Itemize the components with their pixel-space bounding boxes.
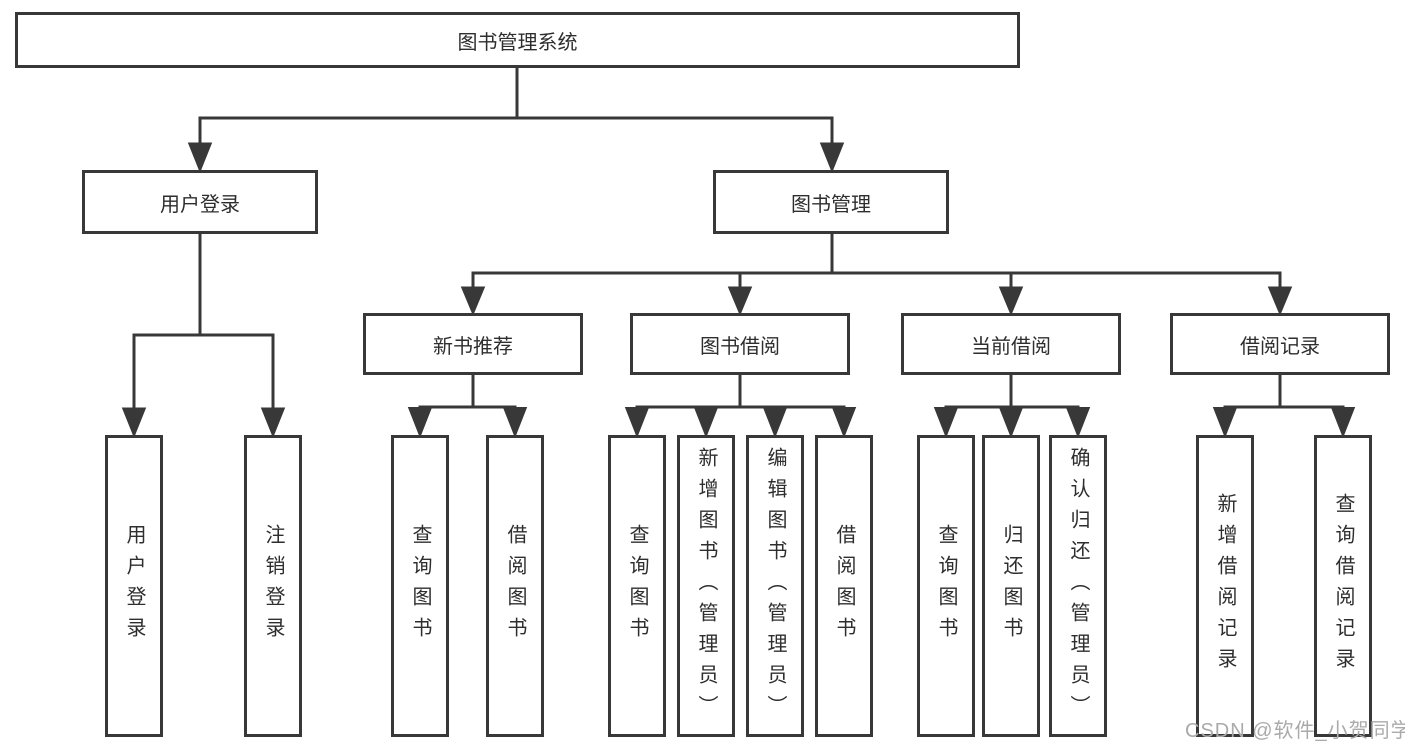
connector-book-borrow bbox=[624, 374, 857, 439]
node-borrow-records-label: 借阅记录 bbox=[1240, 335, 1320, 358]
arrowhead-down-icon bbox=[502, 407, 528, 439]
node-current-borrow: 当前借阅 bbox=[901, 313, 1121, 375]
arrowhead-down-icon bbox=[260, 407, 286, 439]
node-leaf-add-book: 新增图书（管理员） bbox=[677, 435, 735, 737]
node-leaf-confirm-return-label: 确认归还（管理员） bbox=[1067, 446, 1089, 726]
node-root: 图书管理系统 bbox=[15, 12, 1020, 68]
node-leaf-borrow-book-2: 借阅图书 bbox=[815, 435, 873, 737]
node-current-borrow-label: 当前借阅 bbox=[971, 335, 1051, 358]
arrowhead-down-icon bbox=[1065, 407, 1091, 439]
node-book-mgmt: 图书管理 bbox=[713, 170, 949, 234]
node-leaf-edit-book: 编辑图书（管理员） bbox=[746, 435, 804, 737]
node-new-book-rec-label: 新书推荐 bbox=[433, 335, 513, 358]
node-root-label: 图书管理系统 bbox=[457, 31, 578, 54]
node-book-borrow: 图书借阅 bbox=[630, 313, 850, 375]
node-leaf-borrow-book-1-label: 借阅图书 bbox=[504, 524, 526, 648]
node-leaf-user-login-label: 用户登录 bbox=[123, 524, 145, 648]
connector-current-borrow bbox=[933, 374, 1091, 439]
arrowhead-down-icon bbox=[121, 407, 147, 439]
node-leaf-query-book-3-label: 查询图书 bbox=[935, 524, 957, 648]
node-leaf-confirm-return: 确认归还（管理员） bbox=[1049, 435, 1107, 737]
arrowhead-down-icon bbox=[762, 407, 788, 439]
node-new-book-rec: 新书推荐 bbox=[363, 313, 583, 375]
arrowhead-down-icon bbox=[1267, 286, 1293, 316]
node-leaf-add-book-label: 新增图书（管理员） bbox=[695, 446, 717, 726]
node-leaf-logout-label: 注销登录 bbox=[262, 524, 284, 648]
node-leaf-add-record: 新增借阅记录 bbox=[1196, 435, 1254, 737]
node-leaf-return-book: 归还图书 bbox=[982, 435, 1040, 737]
csdn-watermark: CSDN @软件_小贺同学 bbox=[1185, 720, 1405, 742]
node-user-login: 用户登录 bbox=[82, 170, 318, 234]
node-leaf-query-book-1: 查询图书 bbox=[391, 435, 449, 737]
connector-new-book-rec bbox=[407, 374, 528, 439]
arrowhead-down-icon bbox=[1330, 407, 1356, 439]
node-leaf-query-record: 查询借阅记录 bbox=[1314, 435, 1372, 737]
node-leaf-user-login: 用户登录 bbox=[105, 435, 163, 737]
connector-root bbox=[187, 68, 845, 174]
node-leaf-logout: 注销登录 bbox=[244, 435, 302, 737]
node-borrow-records: 借阅记录 bbox=[1170, 313, 1390, 375]
node-leaf-borrow-book-2-label: 借阅图书 bbox=[833, 524, 855, 648]
arrowhead-down-icon bbox=[727, 286, 753, 316]
node-user-login-label: 用户登录 bbox=[160, 193, 240, 216]
node-leaf-query-book-2-label: 查询图书 bbox=[626, 524, 648, 648]
arrowhead-down-icon bbox=[819, 142, 845, 174]
node-leaf-edit-book-label: 编辑图书（管理员） bbox=[764, 446, 786, 726]
node-book-borrow-label: 图书借阅 bbox=[700, 335, 780, 358]
arrowhead-down-icon bbox=[998, 407, 1024, 439]
node-leaf-query-record-label: 查询借阅记录 bbox=[1332, 493, 1354, 679]
node-leaf-query-book-2: 查询图书 bbox=[608, 435, 666, 737]
arrowhead-down-icon bbox=[933, 407, 959, 439]
arrowhead-down-icon bbox=[460, 286, 486, 316]
arrowhead-down-icon bbox=[624, 407, 650, 439]
arrowhead-down-icon bbox=[998, 286, 1024, 316]
arrowhead-down-icon bbox=[407, 407, 433, 439]
node-leaf-query-book-3: 查询图书 bbox=[917, 435, 975, 737]
connector-book-mgmt bbox=[460, 234, 1293, 316]
arrowhead-down-icon bbox=[187, 142, 213, 174]
node-leaf-query-book-1-label: 查询图书 bbox=[409, 524, 431, 648]
node-book-mgmt-label: 图书管理 bbox=[791, 193, 871, 216]
node-leaf-borrow-book-1: 借阅图书 bbox=[486, 435, 544, 737]
arrowhead-down-icon bbox=[831, 407, 857, 439]
arrowhead-down-icon bbox=[1212, 407, 1238, 439]
node-leaf-add-record-label: 新增借阅记录 bbox=[1214, 493, 1236, 679]
connector-user-login bbox=[121, 234, 286, 439]
node-leaf-return-book-label: 归还图书 bbox=[1000, 524, 1022, 648]
connector-borrow-records bbox=[1212, 374, 1356, 439]
arrowhead-down-icon bbox=[693, 407, 719, 439]
